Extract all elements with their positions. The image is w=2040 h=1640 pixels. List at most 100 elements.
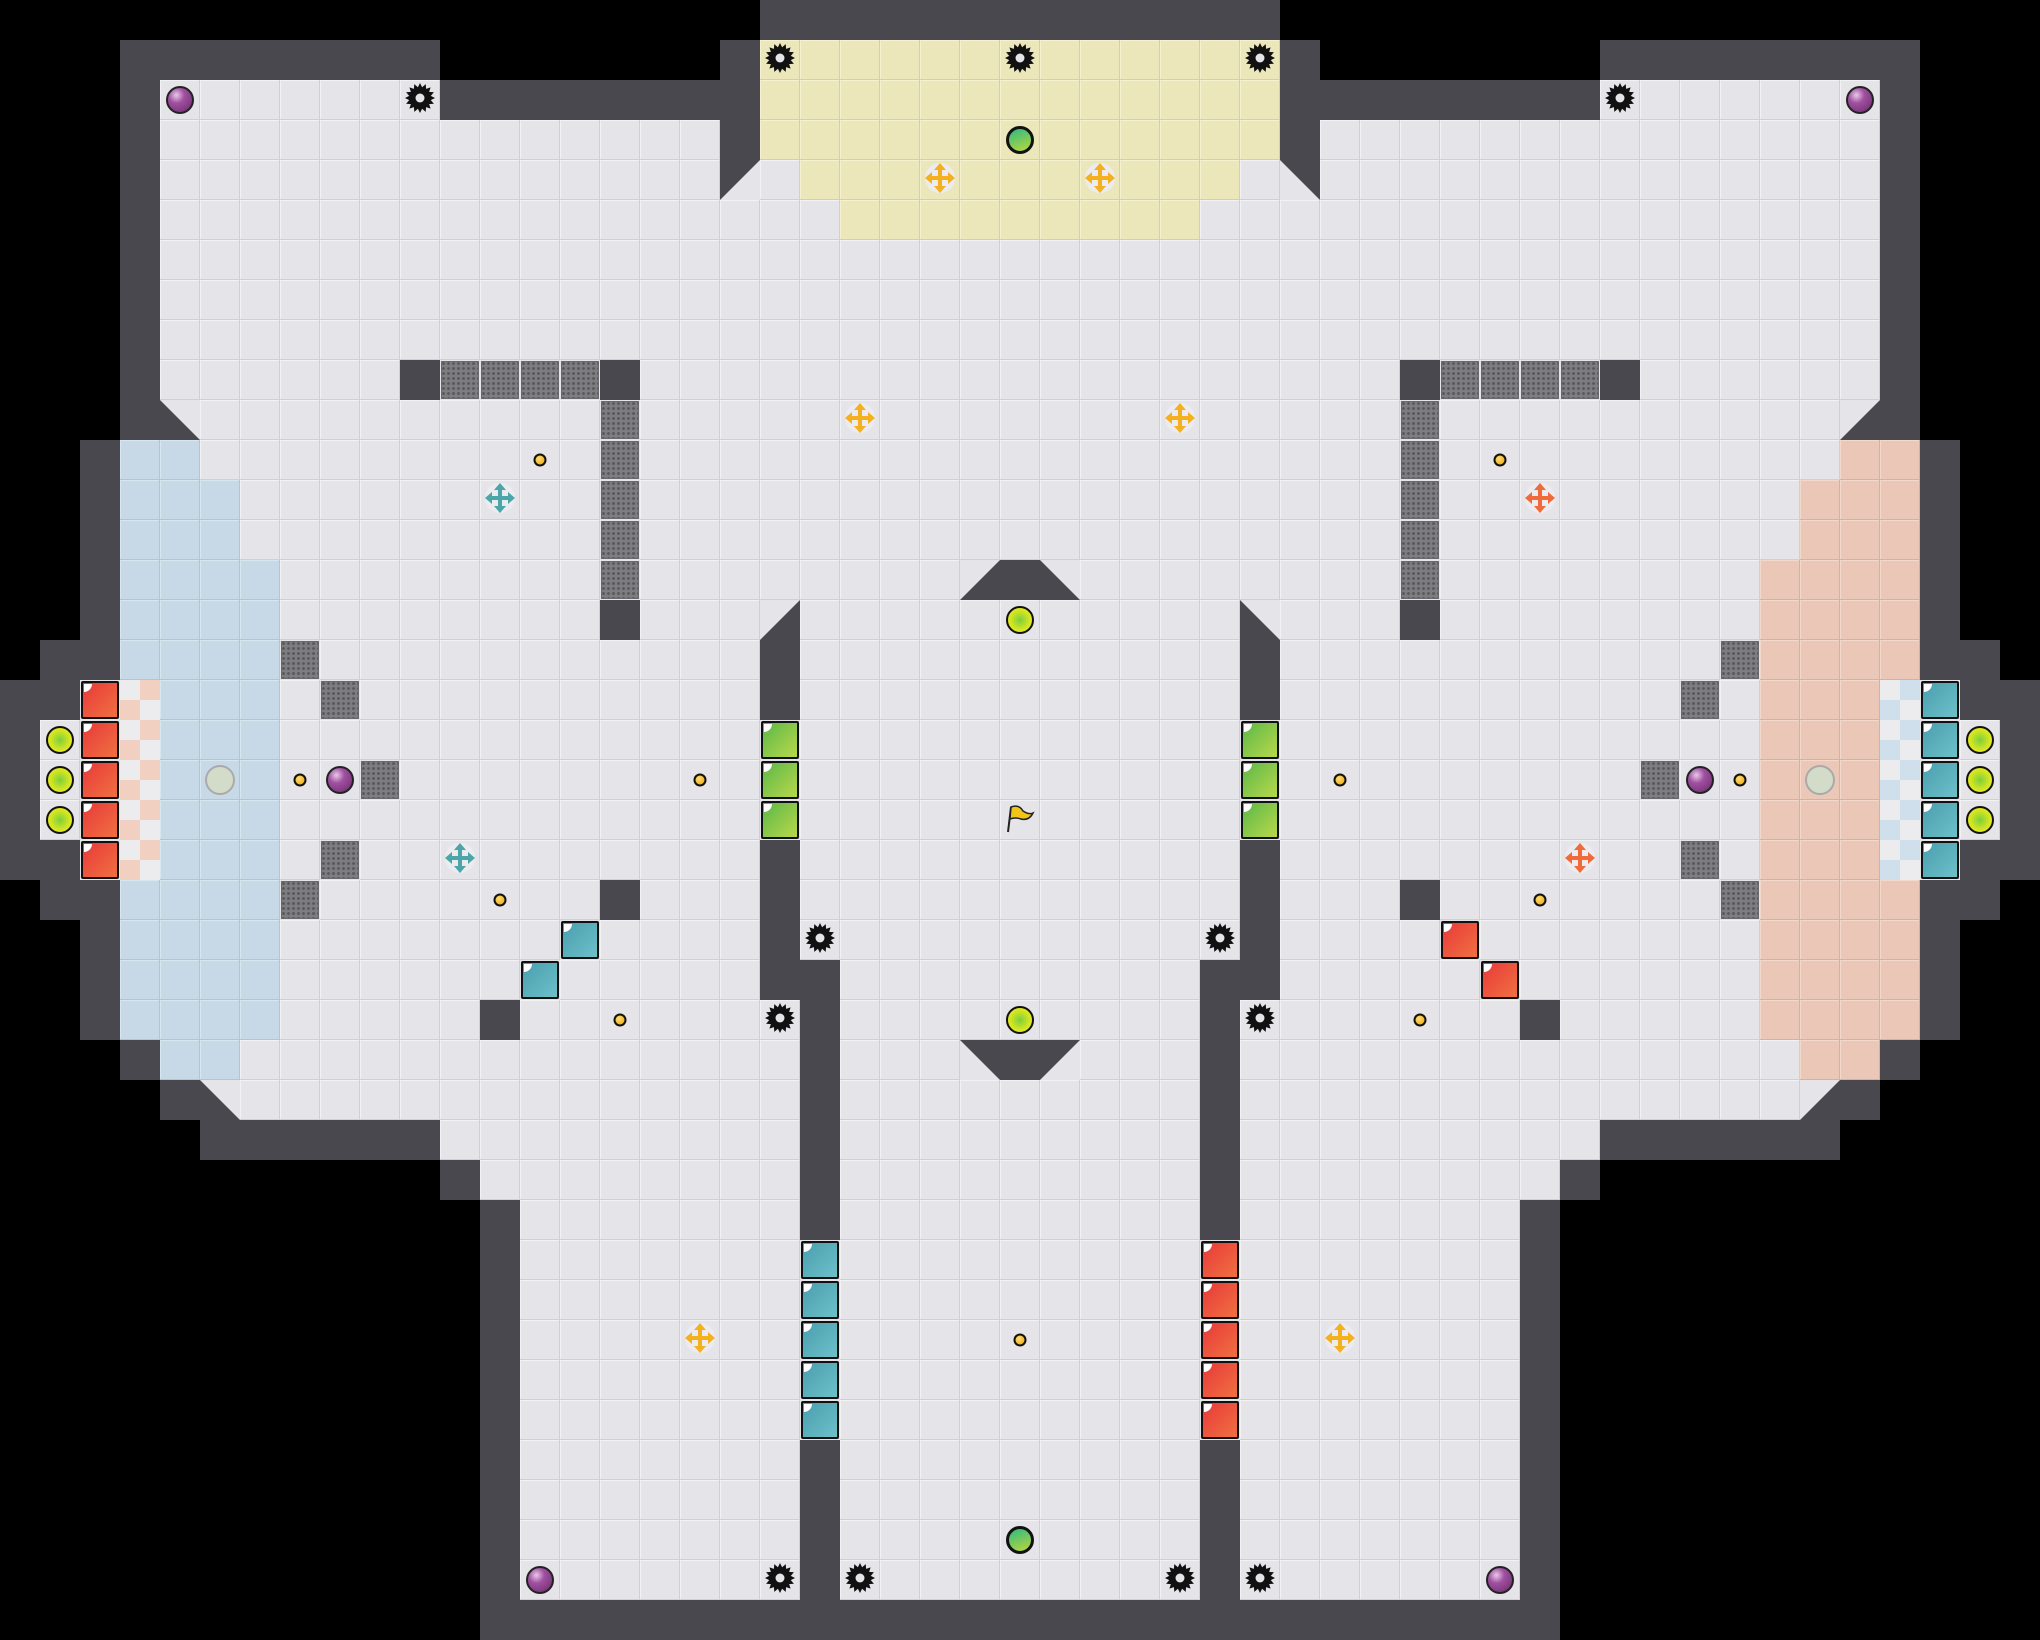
wall-tile bbox=[40, 640, 80, 680]
floor-tile bbox=[1520, 440, 1560, 480]
button-icon bbox=[46, 806, 74, 834]
floor-tile bbox=[720, 200, 760, 240]
floor-tile bbox=[520, 1320, 560, 1360]
floor-tile bbox=[880, 440, 920, 480]
wall-tile bbox=[1080, 0, 1120, 40]
wall-tile bbox=[360, 1120, 400, 1160]
floor-tile bbox=[480, 960, 520, 1000]
floor-tile bbox=[600, 1200, 640, 1240]
blue-zone-tile bbox=[120, 880, 160, 920]
floor-tile bbox=[520, 760, 560, 800]
floor-tile bbox=[480, 1120, 520, 1160]
wall-tile bbox=[760, 0, 800, 40]
blue-gate bbox=[1921, 681, 1959, 719]
floor-tile bbox=[1000, 800, 1040, 840]
wall-tile bbox=[1120, 1600, 1160, 1640]
wall-tile bbox=[1200, 0, 1240, 40]
neutral-zone-tile bbox=[1160, 40, 1200, 80]
floor-tile bbox=[840, 560, 880, 600]
floor-tile bbox=[960, 1120, 1000, 1160]
floor-tile bbox=[560, 680, 600, 720]
blue-gate-tile bbox=[1920, 680, 1960, 720]
floor-tile bbox=[560, 880, 600, 920]
floor-tile bbox=[1320, 1560, 1360, 1600]
floor-tile bbox=[1040, 680, 1080, 720]
floor-tile bbox=[880, 360, 920, 400]
red-gate bbox=[1441, 921, 1479, 959]
floor-tile bbox=[680, 1000, 720, 1040]
floor-tile bbox=[960, 1560, 1000, 1600]
diagonal-wall bbox=[1240, 600, 1280, 640]
floor-tile bbox=[360, 80, 400, 120]
floor-tile bbox=[400, 120, 440, 160]
floor-tile bbox=[1840, 240, 1880, 280]
wall-tile bbox=[240, 1120, 280, 1160]
floor-tile bbox=[1520, 840, 1560, 880]
floor-tile bbox=[1040, 320, 1080, 360]
floor-tile bbox=[1440, 1200, 1480, 1240]
floor-tile bbox=[1160, 1400, 1200, 1440]
floor-tile bbox=[240, 400, 280, 440]
floor-tile bbox=[1840, 280, 1880, 320]
floor-tile bbox=[1520, 880, 1560, 920]
floor-tile bbox=[1000, 1400, 1040, 1440]
red-gate bbox=[81, 761, 119, 799]
floor-tile bbox=[680, 960, 720, 1000]
floor-tile bbox=[1680, 440, 1720, 480]
wall-tile bbox=[760, 1600, 800, 1640]
blue-zone-tile bbox=[240, 880, 280, 920]
floor-tile bbox=[1360, 800, 1400, 840]
blue-gate-tile bbox=[560, 920, 600, 960]
floor-tile bbox=[560, 600, 600, 640]
floor-tile bbox=[720, 760, 760, 800]
floor-tile bbox=[440, 1120, 480, 1160]
wall-tile bbox=[520, 1600, 560, 1640]
floor-tile bbox=[1360, 1240, 1400, 1280]
floor-tile bbox=[600, 1320, 640, 1360]
wall-tile bbox=[1520, 1480, 1560, 1520]
floor-tile bbox=[400, 720, 440, 760]
floor-tile bbox=[1600, 720, 1640, 760]
floor-tile bbox=[360, 400, 400, 440]
floor-tile bbox=[280, 360, 320, 400]
neutral-zone-tile bbox=[1120, 80, 1160, 120]
floor-tile bbox=[1280, 280, 1320, 320]
powerup-dot-icon bbox=[1413, 1013, 1427, 1027]
floor-tile bbox=[1400, 760, 1440, 800]
floor-tile bbox=[720, 1120, 760, 1160]
neutral-zone-tile bbox=[1200, 120, 1240, 160]
floor-tile bbox=[1480, 1000, 1520, 1040]
floor-tile bbox=[1560, 920, 1600, 960]
floor-tile bbox=[720, 600, 760, 640]
floor-tile bbox=[1360, 160, 1400, 200]
endzone-checker-tile bbox=[120, 800, 160, 840]
floor-tile bbox=[680, 720, 720, 760]
floor-tile bbox=[1560, 560, 1600, 600]
floor-tile bbox=[560, 1360, 600, 1400]
floor-tile bbox=[680, 1160, 720, 1200]
floor-tile bbox=[840, 480, 880, 520]
blue-zone-tile bbox=[160, 600, 200, 640]
button-icon bbox=[1006, 1006, 1034, 1034]
diagonal-wall-tile bbox=[1800, 1080, 1840, 1120]
floor-tile bbox=[600, 800, 640, 840]
floor-tile bbox=[1120, 480, 1160, 520]
floor-tile bbox=[400, 320, 440, 360]
red-zone-tile bbox=[1800, 480, 1840, 520]
floor-tile bbox=[1200, 600, 1240, 640]
floor-tile bbox=[720, 320, 760, 360]
wall-tile bbox=[1680, 1120, 1720, 1160]
green-gate bbox=[761, 761, 799, 799]
floor-tile bbox=[1160, 720, 1200, 760]
floor-tile bbox=[1280, 1160, 1320, 1200]
floor-tile bbox=[1440, 600, 1480, 640]
floor-tile bbox=[640, 1200, 680, 1240]
floor-tile bbox=[280, 320, 320, 360]
floor-tile bbox=[1760, 400, 1800, 440]
floor-tile bbox=[1440, 280, 1480, 320]
floor-tile bbox=[1320, 1200, 1360, 1240]
red-zone-tile bbox=[1880, 1000, 1920, 1040]
floor-tile bbox=[840, 800, 880, 840]
floor-tile bbox=[1480, 320, 1520, 360]
wall-tile bbox=[0, 840, 40, 880]
